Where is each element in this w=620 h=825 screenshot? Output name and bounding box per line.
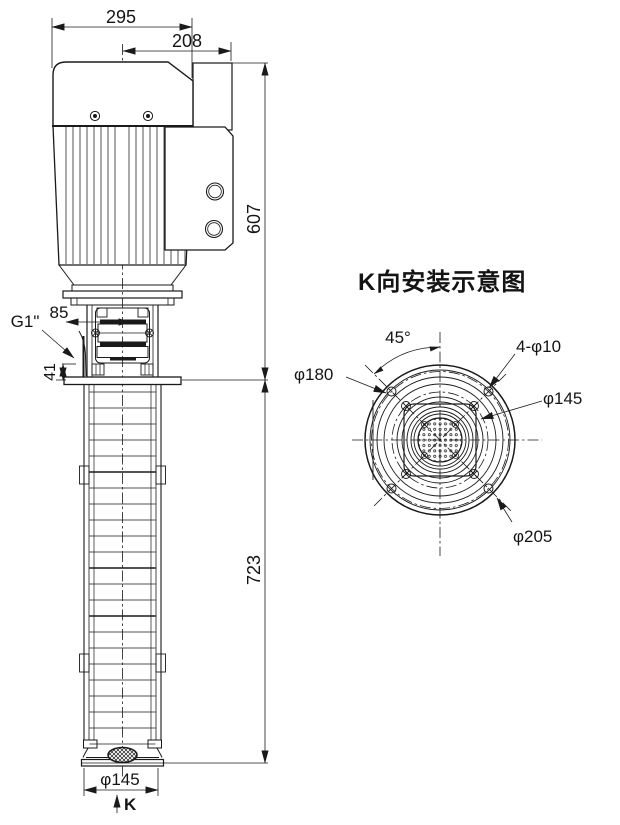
k-view-texts: K向安装示意图 45° 4-φ10 φ180 φ145 φ205 — [294, 268, 582, 546]
square-flange — [401, 401, 479, 479]
motor-fins — [65, 127, 186, 264]
label-outlet-thread: G1" — [11, 312, 40, 331]
motor-stool — [58, 264, 187, 306]
pump-lantern — [78, 305, 159, 377]
angle-dimension — [373, 346, 441, 375]
stage-joints — [89, 391, 156, 745]
strainer-plate — [417, 417, 463, 463]
suction-strainer — [107, 746, 138, 764]
k-view: K向安装示意图 45° 4-φ10 φ180 φ145 φ205 — [294, 268, 582, 556]
k-view-leaders — [345, 353, 543, 523]
dim-outlet-offset: 85 — [50, 303, 69, 322]
dim-foot-diameter: φ145 — [100, 770, 139, 789]
motor-fan-cover — [52, 61, 194, 127]
label-view-arrow-k: K — [124, 795, 137, 814]
column-bearings — [79, 465, 166, 673]
mounting-flange — [63, 376, 182, 386]
side-dimension-texts: 295 208 607 723 85 G1" 41 φ145 K — [11, 7, 264, 814]
lantern-bolt — [91, 328, 154, 338]
flange-bolt — [401, 401, 479, 479]
dim-outlet-height: 41 — [42, 363, 59, 381]
side-dimensions — [41, 18, 269, 813]
dim-box-width: 208 — [172, 31, 202, 51]
pump-column — [79, 385, 166, 745]
dim-circle-205: φ205 — [513, 527, 552, 546]
dim-immersion-depth: 723 — [244, 555, 264, 585]
motor-body — [52, 125, 194, 266]
mount-holes — [386, 386, 494, 494]
strainer-bolt — [421, 421, 459, 459]
k-view-title: K向安装示意图 — [358, 268, 526, 296]
dim-circle-180: φ180 — [294, 365, 333, 384]
dim-circle-145: φ145 — [543, 389, 582, 408]
side-view: 295 208 607 723 85 G1" 41 φ145 K — [11, 7, 269, 814]
dim-motor-height: 607 — [244, 204, 264, 234]
dim-mount-holes: 4-φ10 — [516, 337, 561, 356]
flange-circles — [364, 364, 516, 516]
dim-bolt-angle: 45° — [385, 328, 411, 347]
cover-screw — [89, 110, 154, 122]
dim-overall-width: 295 — [106, 7, 136, 27]
